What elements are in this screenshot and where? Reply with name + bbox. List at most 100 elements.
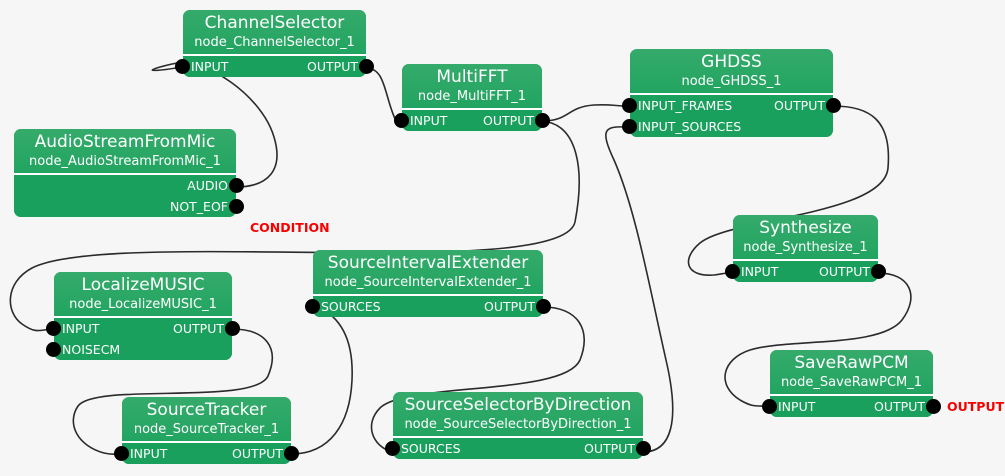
output-port-label: OUTPUT (874, 399, 925, 414)
output-port-label: OUTPUT (584, 441, 635, 456)
port-row: INPUT_FRAMES OUTPUT (622, 95, 841, 116)
node-instance-name: node_AudioStreamFromMic_1 (29, 154, 221, 169)
input-port-dot-sources[interactable] (305, 299, 320, 314)
node-title: LocalizeMUSIC (81, 275, 205, 295)
input-port-dot-input[interactable] (46, 321, 61, 336)
output-port-dot-output[interactable] (359, 59, 374, 74)
output-port-dot-not_eof[interactable] (229, 199, 244, 214)
port-area: INPUT OUTPUT (725, 259, 886, 282)
node-instance-name: node_SourceSelectorByDirection_1 (404, 417, 632, 432)
output-port-label: OUTPUT (307, 59, 358, 74)
input-port-dot-input[interactable] (114, 446, 129, 461)
node-title: SourceIntervalExtender (327, 253, 529, 273)
input-port-dot-input_frames[interactable] (622, 98, 637, 113)
output-port-dot-output[interactable] (535, 113, 550, 128)
node-instance-name: node_MultiFFT_1 (417, 89, 527, 104)
edge-channelselector-OUTPUT-to-multifft-INPUT[interactable] (365, 67, 397, 122)
output-port-label: NOT_EOF (169, 199, 228, 214)
output-port-dot-output[interactable] (636, 441, 651, 456)
output-port-label: OUTPUT (774, 98, 825, 113)
input-port-dot-input[interactable] (762, 399, 777, 414)
port-row: INPUT OUTPUT (394, 110, 550, 131)
node-header: SaveRawPCM node_SaveRawPCM_1 (770, 350, 933, 394)
terminal-label-output: OUTPUT (947, 399, 1005, 414)
input-port-dot-input[interactable] (725, 264, 740, 279)
output-port-dot-output[interactable] (225, 321, 240, 336)
port-row: AUDIO (14, 175, 244, 196)
node-title: GHDSS (701, 52, 762, 72)
input-port-label: INPUT (62, 321, 100, 336)
input-port-dot-input_sources[interactable] (622, 119, 637, 134)
input-port-dot-sources[interactable] (385, 441, 400, 456)
input-port-dot-noisecm[interactable] (46, 342, 61, 357)
output-port-label: OUTPUT (484, 299, 535, 314)
output-port-label: OUTPUT (173, 321, 224, 336)
output-port-label: OUTPUT (819, 264, 870, 279)
output-port-dot-audio[interactable] (229, 178, 244, 193)
node-instance-name: node_SourceTracker_1 (133, 422, 280, 437)
output-port-dot-output[interactable] (826, 98, 841, 113)
port-row: NOT_EOF CONDITION (14, 196, 330, 235)
node-header: SourceSelectorByDirection node_SourceSele… (393, 392, 643, 436)
node-title: SourceTracker (146, 400, 267, 420)
input-port-label: INPUT_FRAMES (638, 98, 733, 113)
input-port-label: INPUT (741, 264, 779, 279)
port-area: INPUT OUTPUT (394, 108, 550, 131)
input-port-label: INPUT (191, 59, 229, 74)
output-port-dot-output[interactable] (926, 399, 941, 414)
output-port-dot-output[interactable] (284, 446, 299, 461)
node-title: SaveRawPCM (794, 353, 909, 373)
port-area: INPUT OUTPUT (175, 54, 374, 77)
node-header: MultiFFT node_MultiFFT_1 (402, 64, 542, 108)
input-port-label: INPUT (410, 113, 448, 128)
node-header: LocalizeMUSIC node_LocalizeMUSIC_1 (54, 272, 232, 316)
node-header: SourceIntervalExtender node_SourceInterva… (313, 250, 543, 294)
output-port-dot-output[interactable] (871, 264, 886, 279)
node-title: MultiFFT (436, 67, 508, 87)
node-title: SourceSelectorByDirection (404, 395, 632, 415)
output-port-dot-output[interactable] (536, 299, 551, 314)
input-port-label: NOISECM (62, 342, 121, 357)
node-instance-name: node_LocalizeMUSIC_1 (69, 297, 217, 312)
port-row: INPUT OUTPUT (46, 318, 240, 339)
node-sourceselectorbydirection[interactable]: SourceSelectorByDirection node_SourceSele… (385, 392, 651, 459)
node-instance-name: node_SaveRawPCM_1 (780, 375, 923, 390)
node-instance-name: node_ChannelSelector_1 (194, 35, 355, 50)
node-sourceintervalextender[interactable]: SourceIntervalExtender node_SourceInterva… (305, 250, 551, 317)
node-instance-name: node_SourceIntervalExtender_1 (324, 275, 532, 290)
output-port-label: OUTPUT (232, 446, 283, 461)
edge-multifft-OUTPUT-to-ghdss-INPUT_FRAMES[interactable] (541, 103, 627, 122)
output-port-label: AUDIO (187, 178, 228, 193)
port-area: AUDIO NOT_EOF CONDITION (14, 173, 330, 235)
node-header: SourceTracker node_SourceTracker_1 (122, 397, 291, 441)
input-port-label: INPUT (778, 399, 816, 414)
output-port-label: OUTPUT (483, 113, 534, 128)
edge-sourcetracker-OUTPUT-to-sourceintervalextender-SOURCES[interactable] (290, 306, 353, 455)
port-row: INPUT OUTPUT OUTPUT (762, 396, 1004, 417)
port-row: NOISECM (46, 339, 232, 360)
terminal-label-condition: CONDITION (250, 220, 330, 235)
port-area: INPUT OUTPUT NOISECM (46, 316, 240, 360)
input-port-dot-input[interactable] (175, 59, 190, 74)
input-port-dot-input[interactable] (394, 113, 409, 128)
